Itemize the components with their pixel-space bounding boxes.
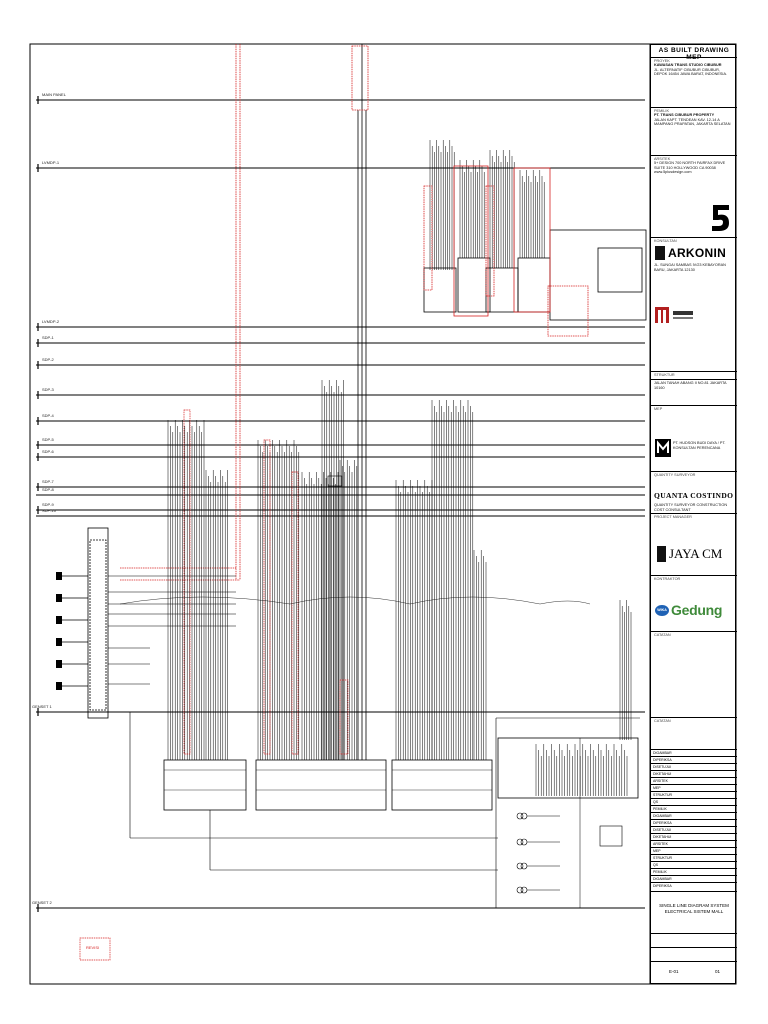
bus-label: SDP-2 xyxy=(42,357,54,362)
bus-label: SDP-1 xyxy=(42,335,54,340)
gedung-logo: WIKA Gedung xyxy=(655,599,733,621)
structure-block: STRUKTUR xyxy=(654,373,675,377)
jaya-cm-logo: JAYA CM xyxy=(657,543,733,565)
revision-number: 01 xyxy=(715,969,721,974)
bus-label: GENSET 2 xyxy=(32,900,52,905)
consultant-block: KONSULTAN xyxy=(654,239,677,243)
bus-label: SDP-3 xyxy=(42,387,54,392)
structure-logo xyxy=(655,307,693,323)
bus-label: SDP-9 xyxy=(42,502,54,507)
arkonin-logo: ARKONIN xyxy=(655,245,733,261)
owner-address: JALAN KAPT. TENDEAN KAV. 12-14 A MAMPANG… xyxy=(654,117,731,127)
bus-label: MAIN PANEL xyxy=(42,92,66,97)
bus-label: GENSET 1 xyxy=(32,704,52,709)
bus-label: LVMDP-1 xyxy=(42,160,60,165)
mep-block: JALAN TANAH ABANG II NO.81 JAKARTA 10160 xyxy=(654,381,734,390)
contractor-block: KONTRAKTOR xyxy=(654,577,681,581)
jaya-mark-icon xyxy=(657,546,666,562)
bus-label: SDP-6 xyxy=(42,449,54,454)
architect-address: 5+ DESIGN 700 NORTH FAIRFAX DRIVE SUITE … xyxy=(654,161,726,170)
qs-address: PT. HUDSON BUDI DAYA / PT. KONSULTAN PER… xyxy=(673,441,726,450)
signature-grid: DIGAMBAR DIPERIKSA DISETUJUI DIKETAHUI A… xyxy=(651,749,737,889)
owner-block: PEMILIK PT. TRANS CIBUBUR PROPERTY JALAN… xyxy=(654,109,734,127)
mep-logo xyxy=(655,439,671,457)
architect-block: ARSITEK 5+ DESIGN 700 NORTH FAIRFAX DRIV… xyxy=(654,157,734,175)
drawing-title: SINGLE LINE DIAGRAM SYSTEM ELECTRICAL SI… xyxy=(659,903,729,914)
project-address: JL. ALTERNATIF CIBUBUR CIBUBUR, DEPOK 16… xyxy=(654,67,728,77)
bus-label: SDP-10 xyxy=(42,508,57,513)
bus-label: SDP-8 xyxy=(42,487,54,492)
sheet-number: E-01 xyxy=(669,969,679,974)
architect-web: www.5plusdesign.com xyxy=(654,170,692,174)
architect-logo xyxy=(712,205,729,231)
qs-block: QUANTITY SURVEYOR xyxy=(654,473,696,477)
owner-name: PT. TRANS CIBUBUR PROPERTY xyxy=(654,113,715,117)
title-block: AS BUILT DRAWING MEP PROYEK KAWASAN TRAN… xyxy=(650,44,737,984)
notes-block: CATATAN xyxy=(654,633,671,637)
notes2-block: CATATAN xyxy=(654,719,671,723)
bus-label: SDP-4 xyxy=(42,413,54,418)
revision-cloud-label: REVISI xyxy=(86,945,100,950)
project-name: KAWASAN TRANS STUDIO CIBUBUR xyxy=(654,63,722,67)
project-block: PROYEK KAWASAN TRANS STUDIO CIBUBUR JL. … xyxy=(654,59,734,77)
bus-label: SDP-5 xyxy=(42,437,54,442)
mep-label-row: MEP xyxy=(654,407,663,411)
quanta-subtitle: QUANTITY SURVEYOR CONSTRUCTION COST CONS… xyxy=(654,503,728,512)
quanta-logo: QUANTA COSTINDO xyxy=(654,491,734,500)
arkonin-mark-icon xyxy=(655,246,665,260)
wika-oval-icon: WIKA xyxy=(655,604,669,616)
pm-block: PROJECT MANAGER xyxy=(654,515,692,519)
arkonin-address: JL. SUNGAI SAMBAS IV/23 KEBAYORAN BARU, … xyxy=(654,263,726,272)
bus-label: SDP-7 xyxy=(42,479,54,484)
mep-address: JALAN TANAH ABANG II NO.81 JAKARTA 10160 xyxy=(654,381,727,390)
bus-label: LVMDP-2 xyxy=(42,319,60,324)
